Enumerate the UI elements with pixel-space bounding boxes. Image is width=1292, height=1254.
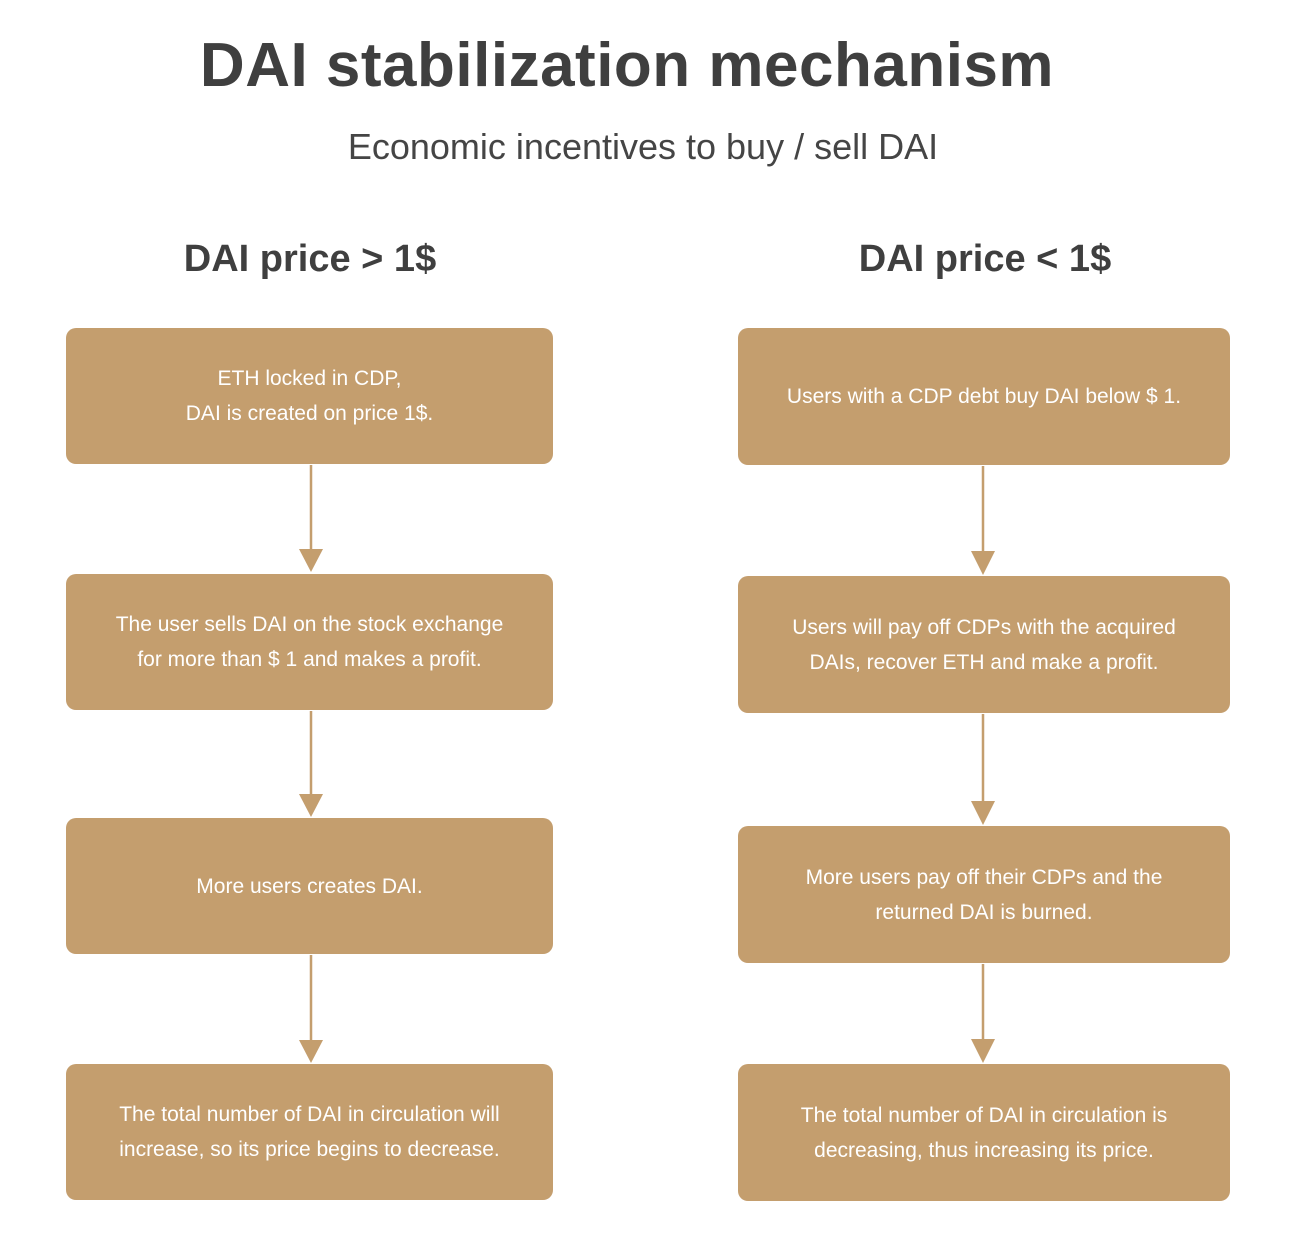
arrowhead-right-1 xyxy=(971,551,995,575)
arrowhead-left-2 xyxy=(299,794,323,817)
arrowhead-right-2 xyxy=(971,801,995,825)
page-title: DAI stabilization mechanism xyxy=(199,31,1055,100)
flow-step-right-3: More users pay off their CDPs and the re… xyxy=(738,826,1230,963)
arrowhead-right-3 xyxy=(971,1039,995,1063)
flow-step-left-2: The user sells DAI on the stock exchange… xyxy=(66,574,553,710)
flow-step-right-4: The total number of DAI in circulation i… xyxy=(738,1064,1230,1201)
flow-step-right-1: Users with a CDP debt buy DAI below $ 1. xyxy=(738,328,1230,465)
arrowhead-left-1 xyxy=(299,549,323,572)
flow-step-left-1: ETH locked in CDP, DAI is created on pri… xyxy=(66,328,553,464)
page-subtitle: Economic incentives to buy / sell DAI xyxy=(347,126,939,167)
flow-step-left-3: More users creates DAI. xyxy=(66,818,553,954)
flow-step-left-4: The total number of DAI in circulation w… xyxy=(66,1064,553,1200)
column-heading-price-below: DAI price < 1$ xyxy=(858,238,1112,280)
column-heading-price-above: DAI price > 1$ xyxy=(183,238,437,280)
flow-step-right-2: Users will pay off CDPs with the acquire… xyxy=(738,576,1230,713)
arrowhead-left-3 xyxy=(299,1040,323,1063)
